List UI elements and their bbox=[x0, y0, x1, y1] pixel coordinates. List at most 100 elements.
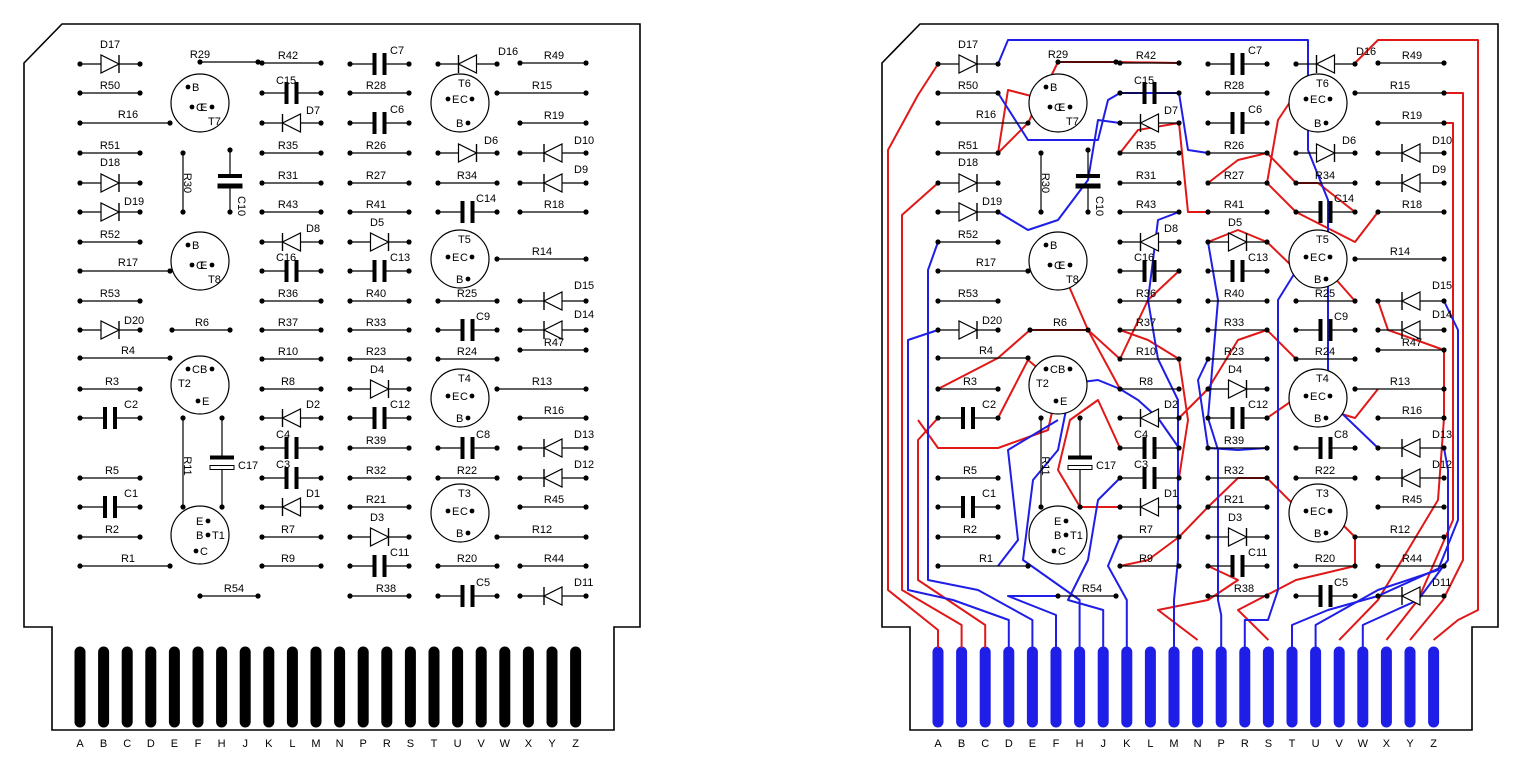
capacitor-label: C6 bbox=[1248, 104, 1262, 116]
pad bbox=[995, 327, 1001, 333]
transistor-pin-label: C bbox=[460, 94, 468, 106]
diode-label: D2 bbox=[1164, 399, 1178, 411]
trace-blue bbox=[1067, 477, 1121, 648]
diode-D15: D15 bbox=[1375, 280, 1452, 311]
resistor-label: R20 bbox=[1315, 553, 1335, 565]
pad bbox=[1117, 327, 1123, 333]
resistor-R12: R12 bbox=[494, 524, 589, 540]
pad bbox=[1264, 415, 1270, 421]
pad bbox=[167, 120, 173, 126]
transistor-pin-label: C bbox=[1058, 546, 1066, 558]
resistor-R53: R53 bbox=[77, 288, 143, 304]
capacitor-label: C9 bbox=[1334, 311, 1348, 323]
pad bbox=[935, 150, 941, 156]
pad bbox=[318, 415, 324, 421]
pad bbox=[259, 475, 265, 481]
pad bbox=[494, 475, 500, 481]
pin-label-Z: Z bbox=[1430, 738, 1437, 750]
resistor-R30: R30 bbox=[1038, 150, 1051, 215]
pad bbox=[406, 120, 412, 126]
capacitor-label: C13 bbox=[390, 252, 410, 264]
pad bbox=[77, 239, 83, 245]
pad bbox=[517, 150, 523, 156]
resistor-label: R14 bbox=[1390, 246, 1410, 258]
resistor-label: R25 bbox=[1315, 288, 1335, 300]
pad bbox=[1264, 534, 1270, 540]
pad bbox=[1352, 475, 1358, 481]
trace-blue bbox=[927, 241, 1034, 648]
pad bbox=[137, 61, 143, 67]
pad bbox=[494, 150, 500, 156]
pad bbox=[494, 209, 500, 215]
diode-D17: D17 bbox=[77, 39, 143, 74]
pad bbox=[935, 268, 941, 274]
resistor-R21: R21 bbox=[1205, 494, 1270, 510]
transistor-pin-label: C bbox=[1050, 364, 1058, 376]
pad bbox=[1352, 61, 1358, 67]
diode-label: D6 bbox=[484, 135, 498, 147]
resistor-label: R45 bbox=[1402, 494, 1422, 506]
pad bbox=[995, 386, 1001, 392]
resistor-label: R16 bbox=[544, 405, 564, 417]
resistor-R13: R13 bbox=[1352, 376, 1447, 392]
resistor-label: R51 bbox=[958, 140, 978, 152]
pin-label-U: U bbox=[454, 738, 462, 750]
capacitor-C3: C3 bbox=[259, 459, 324, 489]
capacitor-label: C6 bbox=[390, 104, 404, 116]
pad bbox=[259, 504, 265, 510]
capacitor-label: C7 bbox=[390, 45, 404, 57]
capacitor-C15: C15 bbox=[1117, 75, 1182, 104]
diode-label: D19 bbox=[982, 196, 1002, 208]
resistor-label: R16 bbox=[1402, 405, 1422, 417]
resistor-label: R31 bbox=[1136, 170, 1156, 182]
pad bbox=[1176, 150, 1182, 156]
pad bbox=[1205, 90, 1211, 96]
diode-D20: D20 bbox=[77, 315, 144, 340]
resistor-label: R9 bbox=[281, 553, 295, 565]
diode-D7: D7 bbox=[1117, 105, 1182, 133]
pad bbox=[180, 209, 186, 215]
resistor-R18: R18 bbox=[517, 199, 589, 215]
transistor-pin-label: C bbox=[1318, 252, 1326, 264]
diode-label: D15 bbox=[1432, 280, 1452, 292]
pin-label-X: X bbox=[1383, 738, 1391, 750]
pad bbox=[935, 209, 941, 215]
pad bbox=[1176, 356, 1182, 362]
resistor-label: R43 bbox=[278, 199, 298, 211]
pad bbox=[259, 386, 265, 392]
transistor-pin-label: B bbox=[1050, 240, 1057, 252]
pin-label-X: X bbox=[525, 738, 533, 750]
board-outline bbox=[881, 23, 1499, 731]
transistor-pin-label: C bbox=[460, 252, 468, 264]
resistor-label: R17 bbox=[118, 257, 138, 269]
pad bbox=[406, 327, 412, 333]
pin-label-C: C bbox=[123, 738, 131, 750]
resistor-R22: R22 bbox=[1293, 465, 1358, 481]
resistor-R4: R4 bbox=[77, 345, 173, 361]
pad bbox=[1205, 327, 1211, 333]
pad bbox=[1038, 504, 1044, 510]
pad bbox=[137, 150, 143, 156]
pad bbox=[1264, 209, 1270, 215]
resistor-R44: R44 bbox=[1375, 553, 1447, 569]
pad bbox=[77, 298, 83, 304]
pad bbox=[517, 593, 523, 599]
resistor-label: R6 bbox=[195, 317, 209, 329]
diode-label: D7 bbox=[1164, 105, 1178, 117]
capacitor-C7: C7 bbox=[1205, 45, 1270, 75]
pin-label-A: A bbox=[934, 738, 942, 750]
pad bbox=[1205, 150, 1211, 156]
resistor-R18: R18 bbox=[1375, 199, 1447, 215]
pad bbox=[1205, 180, 1211, 186]
pad bbox=[1117, 90, 1123, 96]
pad bbox=[318, 239, 324, 245]
resistor-R10: R10 bbox=[259, 346, 324, 362]
resistor-label: R2 bbox=[105, 524, 119, 536]
pad bbox=[1117, 475, 1123, 481]
